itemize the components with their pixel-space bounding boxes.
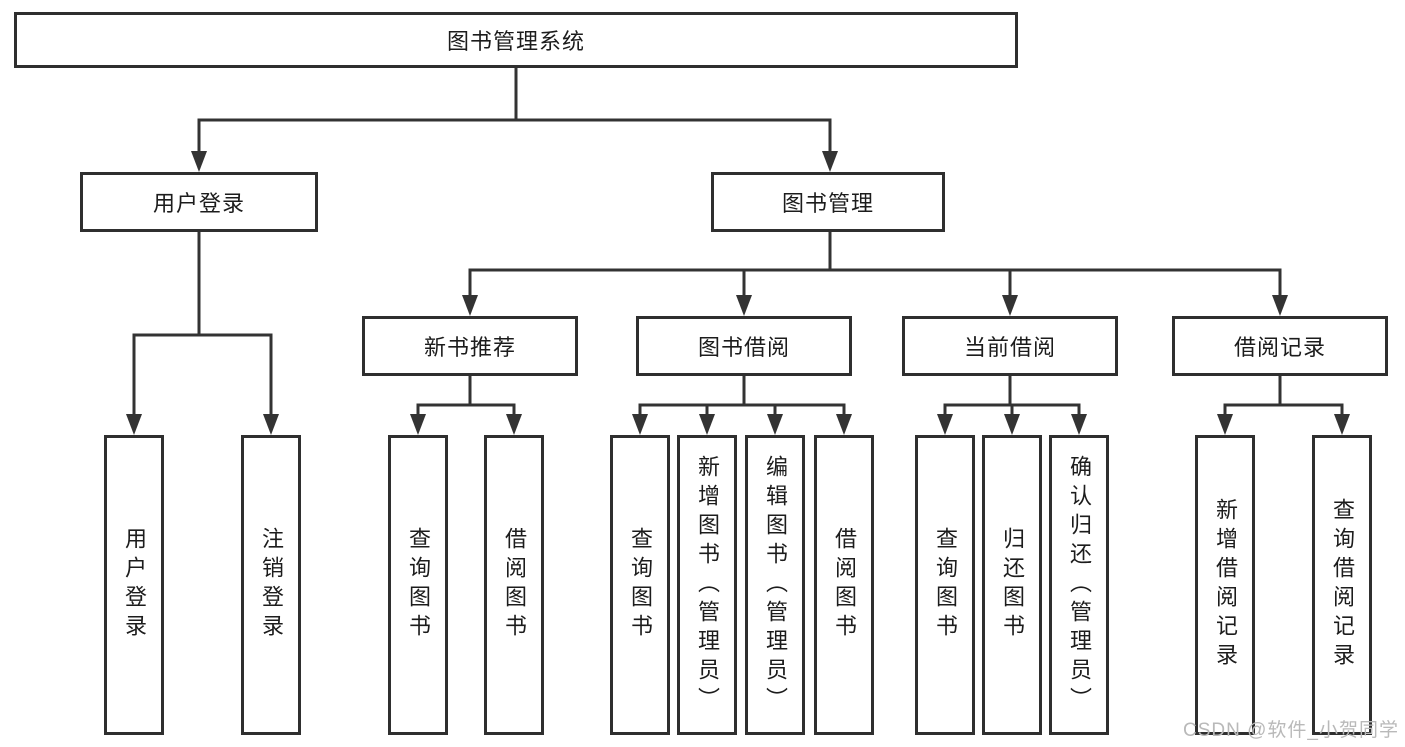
leaf-query-books-borrowing: 查询图书 bbox=[610, 435, 670, 735]
leaf-borrow-books: 借阅图书 bbox=[814, 435, 874, 735]
leaf-logout: 注销登录 bbox=[241, 435, 301, 735]
leaf-user-login: 用户登录 bbox=[104, 435, 164, 735]
leaf-query-books-current: 查询图书 bbox=[915, 435, 975, 735]
leaf-label: 借阅图书 bbox=[832, 527, 857, 643]
leaf-confirm-return-admin: 确认归还（管理员） bbox=[1049, 435, 1109, 735]
leaf-label: 新增借阅记录 bbox=[1213, 498, 1238, 672]
leaf-label: 查询图书 bbox=[933, 527, 958, 643]
leaf-query-borrow-record: 查询借阅记录 bbox=[1312, 435, 1372, 735]
leaf-label: 注销登录 bbox=[259, 527, 284, 643]
leaf-edit-books-admin: 编辑图书（管理员） bbox=[745, 435, 805, 735]
leaf-label: 查询图书 bbox=[628, 527, 653, 643]
leaf-label: 确认归还（管理员） bbox=[1067, 454, 1092, 716]
leaf-label: 新增图书（管理员） bbox=[695, 454, 720, 716]
node-current-borrowing: 当前借阅 bbox=[902, 316, 1118, 376]
leaf-query-books-recommend: 查询图书 bbox=[388, 435, 448, 735]
leaf-add-borrow-record: 新增借阅记录 bbox=[1195, 435, 1255, 735]
leaf-label: 查询借阅记录 bbox=[1330, 498, 1355, 672]
leaf-return-books: 归还图书 bbox=[982, 435, 1042, 735]
node-new-book-recommend: 新书推荐 bbox=[362, 316, 578, 376]
leaf-label: 查询图书 bbox=[406, 527, 431, 643]
leaf-borrow-books-recommend: 借阅图书 bbox=[484, 435, 544, 735]
node-root: 图书管理系统 bbox=[14, 12, 1018, 68]
node-borrow-records: 借阅记录 bbox=[1172, 316, 1388, 376]
leaf-label: 借阅图书 bbox=[502, 527, 527, 643]
leaf-label: 编辑图书（管理员） bbox=[763, 454, 788, 716]
watermark: CSDN @软件_小贺同学 bbox=[1183, 720, 1399, 741]
leaf-add-books-admin: 新增图书（管理员） bbox=[677, 435, 737, 735]
node-book-borrowing: 图书借阅 bbox=[636, 316, 852, 376]
node-book-management: 图书管理 bbox=[711, 172, 945, 232]
node-user-login: 用户登录 bbox=[80, 172, 318, 232]
leaf-label: 归还图书 bbox=[1000, 527, 1025, 643]
leaf-label: 用户登录 bbox=[122, 527, 147, 643]
